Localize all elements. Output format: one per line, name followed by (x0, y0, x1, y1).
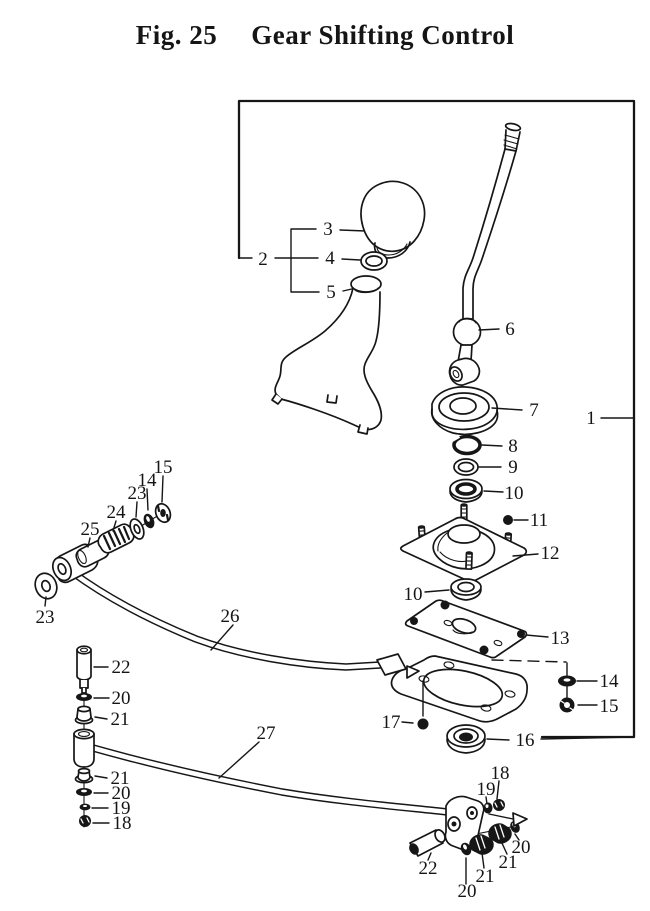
part-callout-3: 3 (323, 219, 333, 240)
leader-lines (44, 328, 634, 885)
part-callout-4: 4 (325, 248, 335, 269)
part-callout-17: 17 (382, 712, 401, 733)
part-callout-19: 19 (477, 779, 496, 800)
rod-ferrule-arrow (376, 653, 420, 679)
shift-rod-26 (68, 568, 384, 671)
left-rod-end-cluster (34, 502, 172, 600)
part-callout-10: 10 (404, 584, 423, 605)
figure-title: Fig. 25 Gear Shifting Control (0, 0, 650, 51)
figure-number: Fig. 25 (135, 20, 218, 50)
shift-knob (360, 180, 426, 259)
part-callout-24: 24 (107, 502, 127, 523)
part-callout-22: 22 (419, 858, 438, 879)
bolt-17 (417, 680, 429, 730)
part-callout-7: 7 (529, 400, 539, 421)
shift-boot (271, 275, 383, 435)
part-callout-9: 9 (508, 457, 518, 478)
part-callout-21: 21 (111, 709, 130, 730)
part-callout-21: 21 (111, 768, 130, 789)
part-callout-15: 15 (600, 696, 619, 717)
dust-seal (446, 724, 486, 754)
part-callout-15: 15 (154, 457, 173, 478)
part-callout-13: 13 (551, 628, 570, 649)
snap-ring (451, 434, 482, 456)
knob-o-ring (360, 251, 388, 271)
part-callout-14: 14 (600, 671, 620, 692)
bracket-plate (404, 599, 528, 659)
part-callout-25: 25 (81, 519, 100, 540)
part-callout-23: 23 (36, 607, 55, 628)
part-callout-26: 26 (221, 606, 240, 627)
part-callout-20: 20 (458, 881, 477, 902)
part-callout-21: 21 (499, 852, 518, 873)
part-callout-5: 5 (326, 282, 336, 303)
part-callout-19: 19 (112, 798, 131, 819)
part-callout-1: 1 (586, 408, 596, 429)
clevis-cluster (409, 795, 528, 857)
part-callout-10: 10 (505, 483, 524, 504)
bolt-11 (503, 515, 513, 525)
part-callout-6: 6 (505, 319, 515, 340)
part-callout-27: 27 (257, 723, 276, 744)
shift-lever (448, 122, 522, 386)
part-callout-18: 18 (113, 813, 132, 834)
part-callout-2: 2 (258, 249, 268, 270)
part-callout-20: 20 (112, 783, 131, 804)
part-callout-20: 20 (112, 688, 131, 709)
middle-pin-column (73, 645, 95, 827)
part-callout-8: 8 (508, 436, 518, 457)
bushing-lower (450, 578, 482, 601)
figure-name: Gear Shifting Control (251, 20, 515, 50)
part-callout-11: 11 (530, 510, 548, 531)
select-rod-27 (89, 744, 452, 816)
right-washer-nut (491, 659, 576, 713)
part-callout-16: 16 (516, 730, 535, 751)
part-callout-21: 21 (476, 866, 495, 887)
part-callout-18: 18 (491, 763, 510, 784)
base-plate (390, 655, 528, 723)
lever-seat-retainer (430, 386, 499, 436)
part-callout-23: 23 (128, 483, 147, 504)
part-callout-20: 20 (512, 837, 531, 858)
part-callout-14: 14 (138, 470, 158, 491)
seat-o-ring (453, 458, 479, 476)
part-callout-22: 22 (112, 657, 131, 678)
lever-mount (399, 502, 528, 583)
part-callout-12: 12 (541, 543, 560, 564)
bushing-upper (449, 478, 483, 503)
